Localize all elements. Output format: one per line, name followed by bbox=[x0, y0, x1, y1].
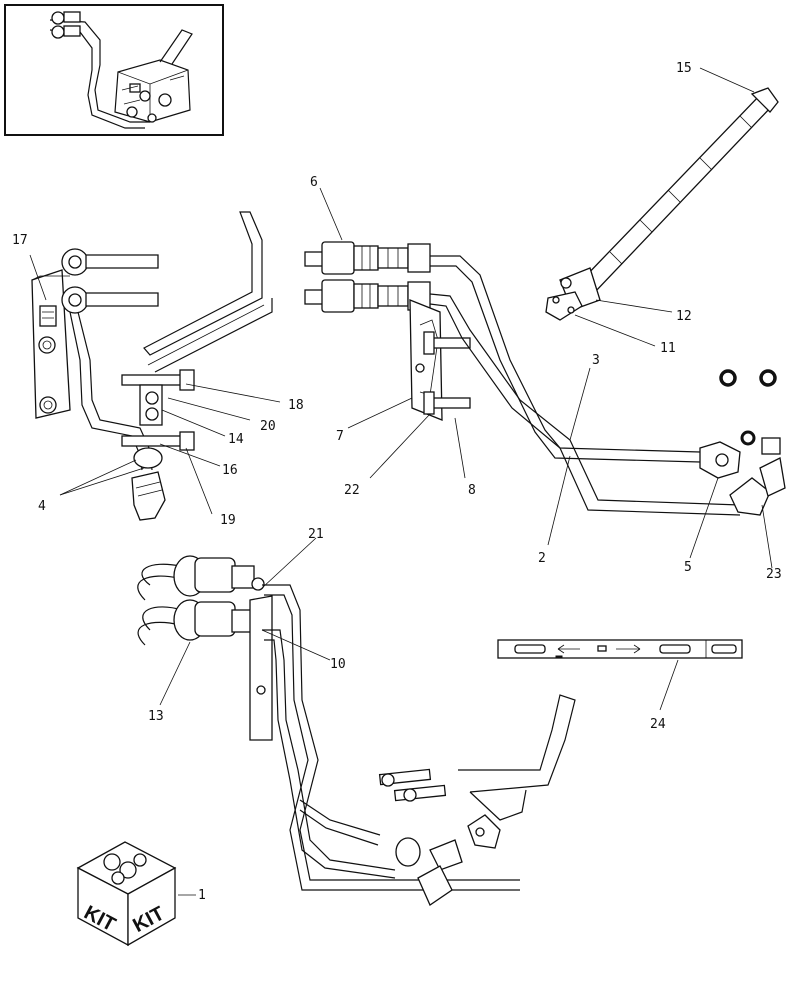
callout-8: 8 bbox=[468, 483, 476, 498]
callout-14: 14 bbox=[228, 432, 244, 447]
bracket-center-left bbox=[121, 211, 273, 451]
callout-16: 16 bbox=[222, 463, 238, 478]
callout-21: 21 bbox=[308, 527, 324, 542]
decal-24 bbox=[497, 639, 743, 659]
lower-couplers-13 bbox=[137, 555, 267, 646]
callout-11: 11 bbox=[660, 341, 676, 356]
callout-3: 3 bbox=[592, 353, 600, 368]
leader-lines bbox=[29, 67, 773, 896]
callouts: 1 2 3 4 5 6 7 8 10 11 12 13 14 15 16 17 … bbox=[12, 61, 782, 903]
callout-2: 2 bbox=[538, 551, 546, 566]
callout-1: 1 bbox=[198, 888, 206, 903]
callout-7: 7 bbox=[336, 429, 344, 444]
callout-23: 23 bbox=[766, 567, 782, 582]
callout-10: 10 bbox=[330, 657, 346, 672]
lower-lever bbox=[378, 694, 576, 849]
callout-24: 24 bbox=[650, 717, 666, 732]
callout-13: 13 bbox=[148, 709, 164, 724]
callout-22: 22 bbox=[344, 483, 360, 498]
overview-inset bbox=[4, 4, 224, 136]
valve-bracket-17 bbox=[31, 248, 166, 521]
lower-bracket-tubes bbox=[249, 584, 520, 906]
kit-box-1: KIT KIT bbox=[76, 841, 177, 947]
callout-20: 20 bbox=[260, 419, 276, 434]
callout-6: 6 bbox=[310, 175, 318, 190]
bracket-7 bbox=[409, 299, 471, 421]
callout-5: 5 bbox=[684, 560, 692, 575]
callout-17: 17 bbox=[12, 233, 28, 248]
lever-handle-15 bbox=[545, 87, 779, 321]
o-rings bbox=[719, 369, 777, 446]
callout-18: 18 bbox=[288, 398, 304, 413]
callout-15: 15 bbox=[676, 61, 692, 76]
callout-19: 19 bbox=[220, 513, 236, 528]
couplers-6 bbox=[304, 241, 431, 313]
callout-4: 4 bbox=[38, 499, 46, 514]
callout-12: 12 bbox=[676, 309, 692, 324]
tubes-2-3 bbox=[429, 255, 786, 516]
